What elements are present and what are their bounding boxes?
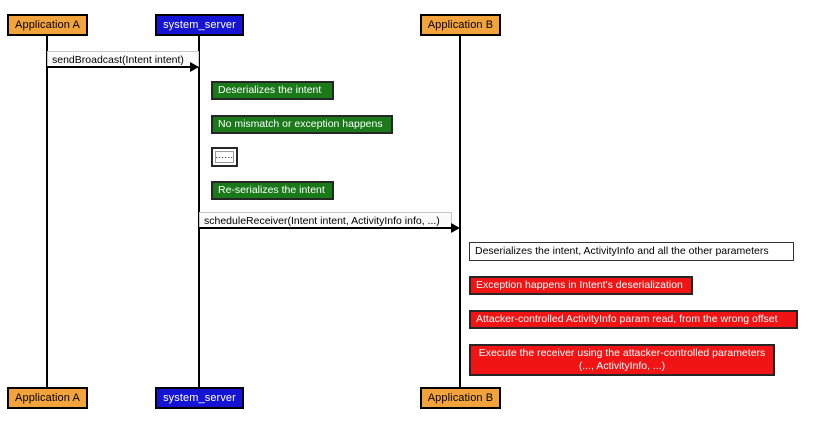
note-attacker-controlled-param-text: Attacker-controlled ActivityInfo param r… [476, 313, 778, 326]
lifeline-app-b [459, 36, 461, 387]
note-execute-receiver: Execute the receiver using the attacker-… [469, 344, 775, 376]
note-no-mismatch-text: No mismatch or exception happens [218, 118, 383, 131]
participant-footer-system-server-label: system_server [163, 391, 236, 404]
participant-footer-app-a[interactable]: Application A [7, 387, 88, 409]
message-label-schedule-receiver-text: scheduleReceiver(Intent intent, Activity… [204, 215, 440, 227]
note-attacker-controlled-param: Attacker-controlled ActivityInfo param r… [469, 310, 798, 329]
participant-header-app-a-label: Application A [15, 18, 80, 31]
participant-footer-app-a-label: Application A [15, 391, 80, 404]
note-ellipsis-inner: ...... [215, 149, 234, 163]
note-ellipsis-text: ...... [215, 149, 234, 160]
message-arrow-send-broadcast [47, 66, 192, 68]
participant-header-app-b-label: Application B [427, 18, 494, 31]
note-exception-happens-text: Exception happens in Intent's deserializ… [476, 279, 683, 292]
note-reserializes-intent: Re-serializes the intent [211, 181, 334, 200]
lifeline-system-server [198, 36, 200, 387]
participant-footer-system-server[interactable]: system_server [155, 387, 244, 409]
note-ellipsis: ...... [211, 147, 238, 167]
message-arrowhead-schedule-receiver [451, 223, 460, 233]
message-arrow-schedule-receiver [199, 227, 453, 229]
participant-footer-app-b-label: Application B [427, 391, 494, 404]
message-label-schedule-receiver: scheduleReceiver(Intent intent, Activity… [199, 212, 452, 228]
note-no-mismatch: No mismatch or exception happens [211, 115, 393, 134]
note-reserializes-intent-text: Re-serializes the intent [218, 184, 325, 197]
participant-header-system-server[interactable]: system_server [155, 14, 244, 36]
participant-header-app-a[interactable]: Application A [7, 14, 88, 36]
note-deserializes-intent: Deserializes the intent [211, 81, 334, 100]
participant-header-app-b[interactable]: Application B [420, 14, 501, 36]
note-exception-happens: Exception happens in Intent's deserializ… [469, 276, 693, 295]
note-execute-receiver-line1: Execute the receiver using the attacker-… [478, 346, 766, 359]
message-label-send-broadcast-text: sendBroadcast(Intent intent) [52, 54, 184, 66]
message-label-send-broadcast: sendBroadcast(Intent intent) [47, 51, 199, 67]
message-arrowhead-send-broadcast [190, 62, 199, 72]
note-deserializes-all-params: Deserializes the intent, ActivityInfo an… [469, 242, 794, 261]
participant-footer-app-b[interactable]: Application B [420, 387, 501, 409]
note-deserializes-intent-text: Deserializes the intent [218, 84, 322, 97]
note-execute-receiver-line2: (..., ActivityInfo, ...) [578, 360, 666, 372]
lifeline-app-a [46, 36, 48, 387]
note-deserializes-all-params-text: Deserializes the intent, ActivityInfo an… [475, 245, 769, 258]
participant-header-system-server-label: system_server [163, 18, 236, 31]
